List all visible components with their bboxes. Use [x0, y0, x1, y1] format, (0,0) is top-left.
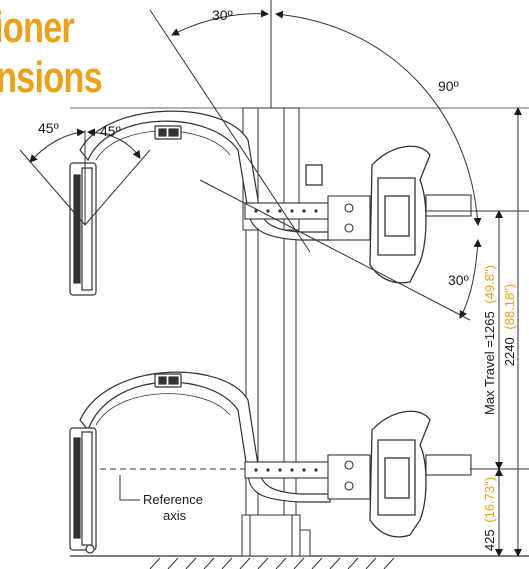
total-in: (88.18")	[502, 284, 517, 330]
lower-horizontal-arm	[244, 454, 472, 500]
travel-in: (49.8")	[482, 265, 497, 304]
angle-label-90: 90º	[438, 78, 459, 94]
angle-label-lower-right: 30º	[448, 272, 469, 288]
angle-label-left-outer: 45º	[38, 120, 59, 136]
svg-text:2240 (88.18"): 2240 (88.18")	[502, 284, 517, 366]
rotation-guides	[19, 9, 529, 321]
reference-label-line1: Reference	[143, 492, 203, 507]
upper-detector-plate	[69, 162, 97, 296]
floor	[70, 555, 529, 569]
svg-text:Max Travel =1265 (49.8: Max Travel =1265 (49.8")	[482, 265, 497, 415]
travel-mm: Max Travel =1265	[482, 311, 497, 415]
min-in: (16.73")	[482, 477, 497, 523]
title-line-1: ioner	[0, 3, 75, 52]
svg-text:425 (16.73"): 425 (16.73")	[482, 477, 497, 551]
total-dimension-label: 2240 (88.18")	[502, 284, 517, 366]
dimension-lines	[100, 107, 529, 557]
lower-tube-head	[369, 410, 431, 538]
min-mm: 425	[482, 529, 497, 551]
floor-hatching	[149, 557, 395, 569]
total-mm: 2240	[502, 337, 517, 366]
title-line-2: nsions	[0, 53, 103, 102]
reference-label-line2: axis	[163, 508, 187, 523]
angle-label-top: 30º	[212, 7, 233, 23]
angle-label-left-inner: 45º	[100, 123, 121, 139]
min-dimension-label: 425 (16.73")	[482, 477, 497, 551]
lower-detector-plate	[69, 427, 97, 554]
travel-dimension-label: Max Travel =1265 (49.8")	[482, 265, 497, 415]
